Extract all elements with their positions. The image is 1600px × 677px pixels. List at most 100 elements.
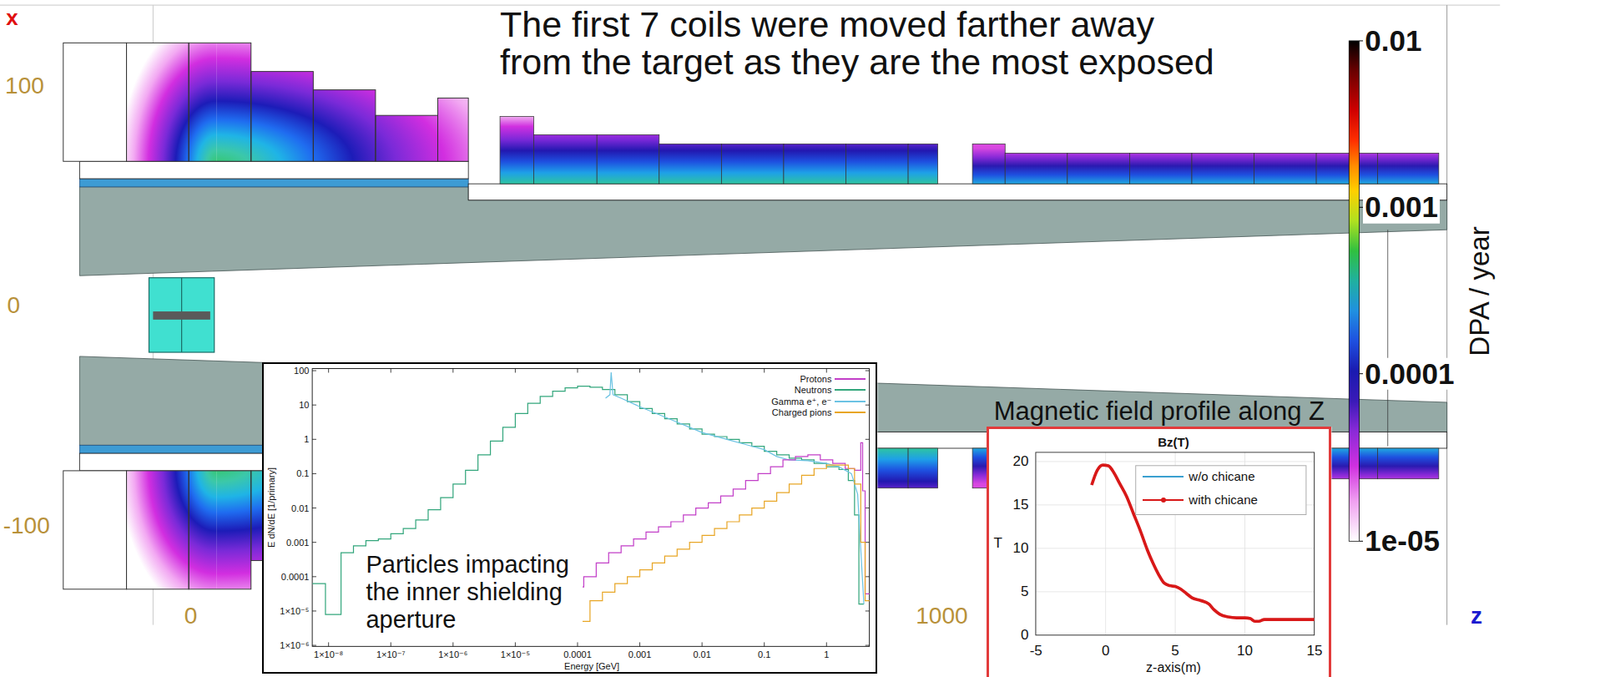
legend-line — [834, 400, 866, 403]
coil-block — [1067, 152, 1131, 184]
tick-label: 1×10⁻⁶ — [438, 649, 468, 660]
tick-label: 1 — [823, 649, 829, 660]
coil-block — [437, 97, 469, 162]
line-shape — [639, 368, 641, 374]
tick-label: 0 — [1020, 627, 1029, 644]
line-shape — [1035, 547, 1315, 549]
inset-panel: Magnetic field profile along Z — [986, 426, 1332, 677]
line-shape — [328, 368, 329, 374]
axis-title: z-axis(m) — [1145, 660, 1202, 676]
line-shape — [312, 645, 317, 647]
tick-marks — [312, 368, 870, 647]
dpa-heatmap — [126, 40, 470, 164]
line-shape — [865, 507, 870, 509]
legend-text: Neutrons — [794, 384, 833, 395]
coil-block — [659, 143, 722, 184]
line-shape — [312, 507, 317, 509]
tick-label: 1 — [303, 434, 309, 445]
line-shape — [865, 404, 870, 406]
line-shape — [576, 368, 578, 374]
line-shape — [514, 641, 516, 647]
tick-label: 0.1 — [296, 468, 309, 479]
line-shape — [576, 641, 578, 647]
line-shape — [452, 368, 454, 374]
plot-frame — [312, 368, 870, 647]
line-shape — [763, 368, 765, 374]
annotation-text: Particles impacting the inner shielding … — [365, 550, 583, 634]
coil-block — [1254, 152, 1318, 184]
line-shape — [865, 439, 870, 440]
tick-label: 1×10⁻⁸ — [313, 649, 344, 660]
axis-title: x — [5, 5, 18, 30]
coil-block — [972, 143, 1005, 184]
legend-line — [834, 411, 866, 414]
legend-line — [834, 388, 866, 391]
shield-layer — [79, 178, 469, 187]
line-shape — [1105, 452, 1106, 636]
line-shape — [865, 541, 870, 543]
line-shape — [328, 641, 329, 647]
coil-block — [126, 42, 190, 162]
dpa-heatmap — [216, 40, 470, 164]
colorbar-ticks — [1358, 40, 1364, 541]
colorbar-title: DPA / year — [1464, 226, 1495, 356]
plot-title: Bz(T) — [1157, 434, 1190, 450]
tick-label: 0.0001 — [563, 649, 592, 660]
colorbar-tick: 1e-05 — [1362, 524, 1442, 558]
tick-label: 0.1 — [757, 649, 771, 660]
tick-label: 0.01 — [291, 503, 309, 514]
tick-label: 0.01 — [692, 649, 711, 660]
tick-label: -5 — [1029, 643, 1043, 660]
legend-text: Charged pions — [772, 407, 833, 418]
tick-label: 15 — [1307, 643, 1323, 660]
line-shape — [312, 404, 317, 406]
coil-block — [1316, 152, 1378, 184]
legend-text: Protons — [799, 373, 832, 384]
line-shape — [865, 610, 870, 611]
tick-label: 0 — [1101, 643, 1110, 660]
annotation-note: The first 7 coils were moved farther awa… — [499, 5, 1225, 81]
field-curve — [1091, 464, 1315, 621]
legend-marker — [1160, 497, 1166, 503]
frame-line — [1387, 229, 1389, 446]
coil-block — [499, 116, 534, 184]
coil-outlines — [126, 42, 470, 162]
inset-ground — [262, 362, 878, 674]
legend-text: with chicane — [1188, 493, 1258, 508]
colorbar — [1348, 40, 1359, 541]
target-block — [148, 277, 214, 353]
line-shape — [701, 368, 703, 374]
coil-bore — [79, 161, 469, 179]
tick-label: 100 — [293, 365, 309, 376]
tick-label: 10 — [1012, 540, 1029, 557]
pion-curve — [580, 464, 870, 621]
line-shape — [1035, 590, 1315, 592]
line-shape — [763, 641, 765, 647]
tick-label: 1×10⁻⁷ — [376, 649, 406, 660]
line-shape — [865, 575, 870, 577]
coil-block — [533, 134, 597, 184]
field-curves — [1091, 464, 1315, 621]
line-shape — [865, 645, 870, 647]
axis-title: E dN/dE [1/primary] — [266, 467, 277, 548]
legend-text: Gamma e⁺, e⁻ — [771, 396, 832, 407]
line-shape — [865, 473, 870, 475]
coil-block — [1377, 152, 1439, 184]
coil-block — [312, 90, 376, 162]
tick-label: 20 — [1012, 454, 1029, 470]
axis-tick: 1000 — [915, 602, 968, 629]
axis-tick: 100 — [5, 72, 45, 99]
axis-tick: 0 — [7, 292, 21, 318]
line-shape — [312, 439, 317, 440]
proton-curve — [574, 442, 869, 594]
tick-label: 1×10⁻⁶ — [279, 640, 309, 651]
axis-tick: -100 — [3, 513, 51, 540]
coil-block — [251, 71, 314, 162]
axis-title: T — [993, 535, 1002, 551]
coil-block — [846, 143, 909, 184]
tick-label: 0.001 — [286, 537, 310, 548]
